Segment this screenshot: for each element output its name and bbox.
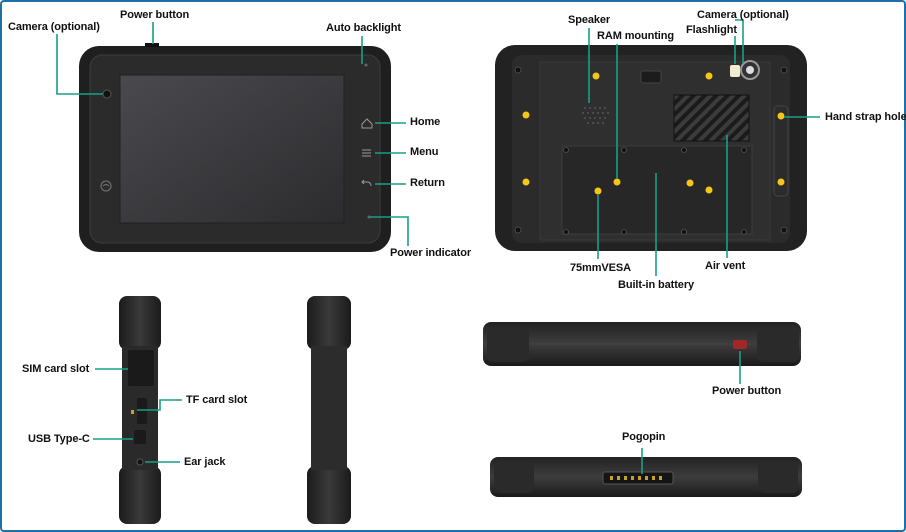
back-logo-plate — [640, 70, 662, 84]
menu-icon — [362, 149, 371, 157]
side2-bumper-bottom — [307, 466, 351, 524]
label-flashlight: Flashlight — [686, 24, 737, 36]
label-hand-strap-hole: Hand strap hole — [825, 111, 906, 123]
leader-power-indicator — [370, 216, 409, 246]
label-sim-card-slot: SIM card slot — [22, 363, 90, 375]
flashlight-led — [730, 65, 740, 77]
tf-slot-cover — [137, 398, 147, 424]
battery-cover — [561, 145, 753, 235]
label-home: Home — [410, 116, 441, 128]
label-pogopin: Pogopin — [622, 431, 666, 443]
front-view — [79, 43, 391, 252]
label-power-button-top: Power button — [120, 9, 190, 21]
rear-camera-lens — [746, 66, 754, 74]
sim-slot-cover — [128, 350, 154, 386]
label-air-vent: Air vent — [705, 260, 746, 272]
yellow-screws — [522, 72, 785, 195]
front-screen — [119, 74, 345, 224]
label-auto-backlight: Auto backlight — [326, 22, 401, 34]
side2-body — [311, 346, 347, 470]
speaker-grille — [582, 107, 609, 124]
top-edge-left-bumper — [487, 326, 529, 362]
label-ear-jack: Ear jack — [184, 456, 226, 468]
label-power-indicator: Power indicator — [390, 247, 472, 259]
power-indicator-led — [367, 215, 371, 219]
bottom-edge-left-bumper — [494, 461, 534, 493]
pogopin-pins — [610, 476, 662, 480]
top-edge-view — [483, 322, 801, 366]
leader-tf — [137, 399, 182, 411]
label-return: Return — [410, 177, 445, 189]
tf-slot-marker — [131, 410, 134, 414]
hand-strap-rail — [773, 105, 789, 197]
usb-c-port — [134, 430, 146, 444]
label-built-in-battery: Built-in battery — [618, 279, 695, 291]
label-ram-mounting: RAM mounting — [597, 30, 675, 42]
back-view — [495, 45, 807, 251]
bottom-edge-right-bumper — [758, 461, 798, 493]
side-bumper-bottom — [119, 466, 161, 524]
black-screws — [514, 66, 788, 235]
label-tf-card-slot: TF card slot — [186, 394, 248, 406]
home-icon — [361, 118, 373, 129]
side-view-plain — [307, 296, 351, 524]
label-usb-type-c: USB Type-C — [28, 433, 90, 445]
label-speaker: Speaker — [568, 14, 611, 26]
bottom-edge-view — [490, 457, 802, 497]
power-key-red — [733, 340, 747, 349]
label-camera-rear: Camera (optional) — [697, 9, 789, 21]
top-power-key — [145, 43, 159, 47]
label-camera-front: Camera (optional) — [8, 21, 100, 33]
label-vesa: 75mmVESA — [570, 262, 631, 274]
label-power-button-side: Power button — [712, 385, 782, 397]
leader-camera-front — [56, 34, 103, 95]
front-camera-lens — [102, 89, 112, 99]
return-icon — [361, 179, 372, 187]
label-menu: Menu — [410, 146, 439, 158]
nfc-icon — [100, 180, 112, 192]
light-sensor — [364, 63, 368, 67]
leader-camera-rear — [735, 19, 744, 63]
side-view-ports — [119, 296, 161, 524]
top-edge-right-bumper — [757, 326, 799, 362]
air-vent-grille — [673, 94, 750, 142]
ear-jack-port — [136, 458, 144, 466]
side2-bumper-top — [307, 296, 351, 350]
side-bumper-top — [119, 296, 161, 350]
leader-lines — [56, 19, 820, 474]
